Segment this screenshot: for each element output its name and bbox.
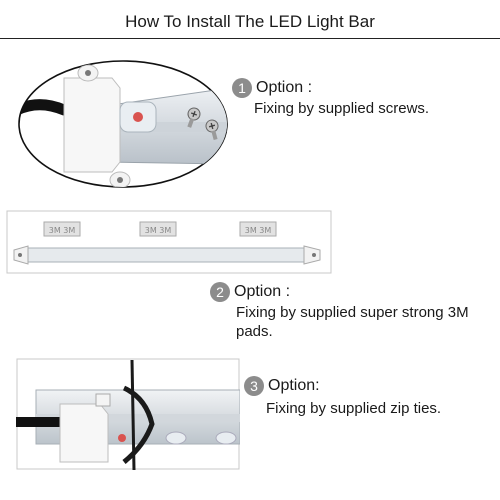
step-number-badge: 3 [244, 376, 264, 396]
3m-pad-icon: 3M 3M [239, 221, 277, 237]
3m-pad-icon: 3M 3M [43, 221, 81, 237]
step-description: Fixing by supplied super strong 3M pads. [236, 304, 469, 340]
zip-tie-mount-illustration [16, 358, 240, 470]
step-heading: Option: [268, 377, 320, 394]
zip-tie-icon [95, 359, 155, 470]
step-description: Fixing by supplied screws. [254, 100, 430, 117]
screw-mount-illustration [18, 60, 228, 188]
svg-text:3M 3M: 3M 3M [49, 226, 76, 235]
led-bar [27, 247, 305, 263]
led-icon [118, 434, 126, 442]
svg-text:3M 3M: 3M 3M [145, 226, 172, 235]
step-heading: Option : [256, 79, 313, 96]
title-divider [0, 38, 500, 39]
page-title: How To Install The LED Light Bar [125, 12, 375, 31]
screw-icon [187, 107, 201, 128]
step-heading: Option : [234, 283, 291, 300]
screw-icon [205, 119, 219, 141]
power-cable [19, 99, 70, 119]
step-number-badge: 2 [210, 282, 230, 302]
3m-pad-icon: 3M 3M [139, 221, 177, 237]
step-description: Fixing by supplied zip ties. [266, 400, 442, 417]
step-number-badge: 1 [232, 78, 252, 98]
svg-text:3M 3M: 3M 3M [245, 226, 272, 235]
3m-pad-mount-illustration: 3M 3M 3M 3M 3M 3M [6, 210, 332, 274]
end-cap [63, 77, 121, 173]
led-icon [133, 112, 143, 122]
